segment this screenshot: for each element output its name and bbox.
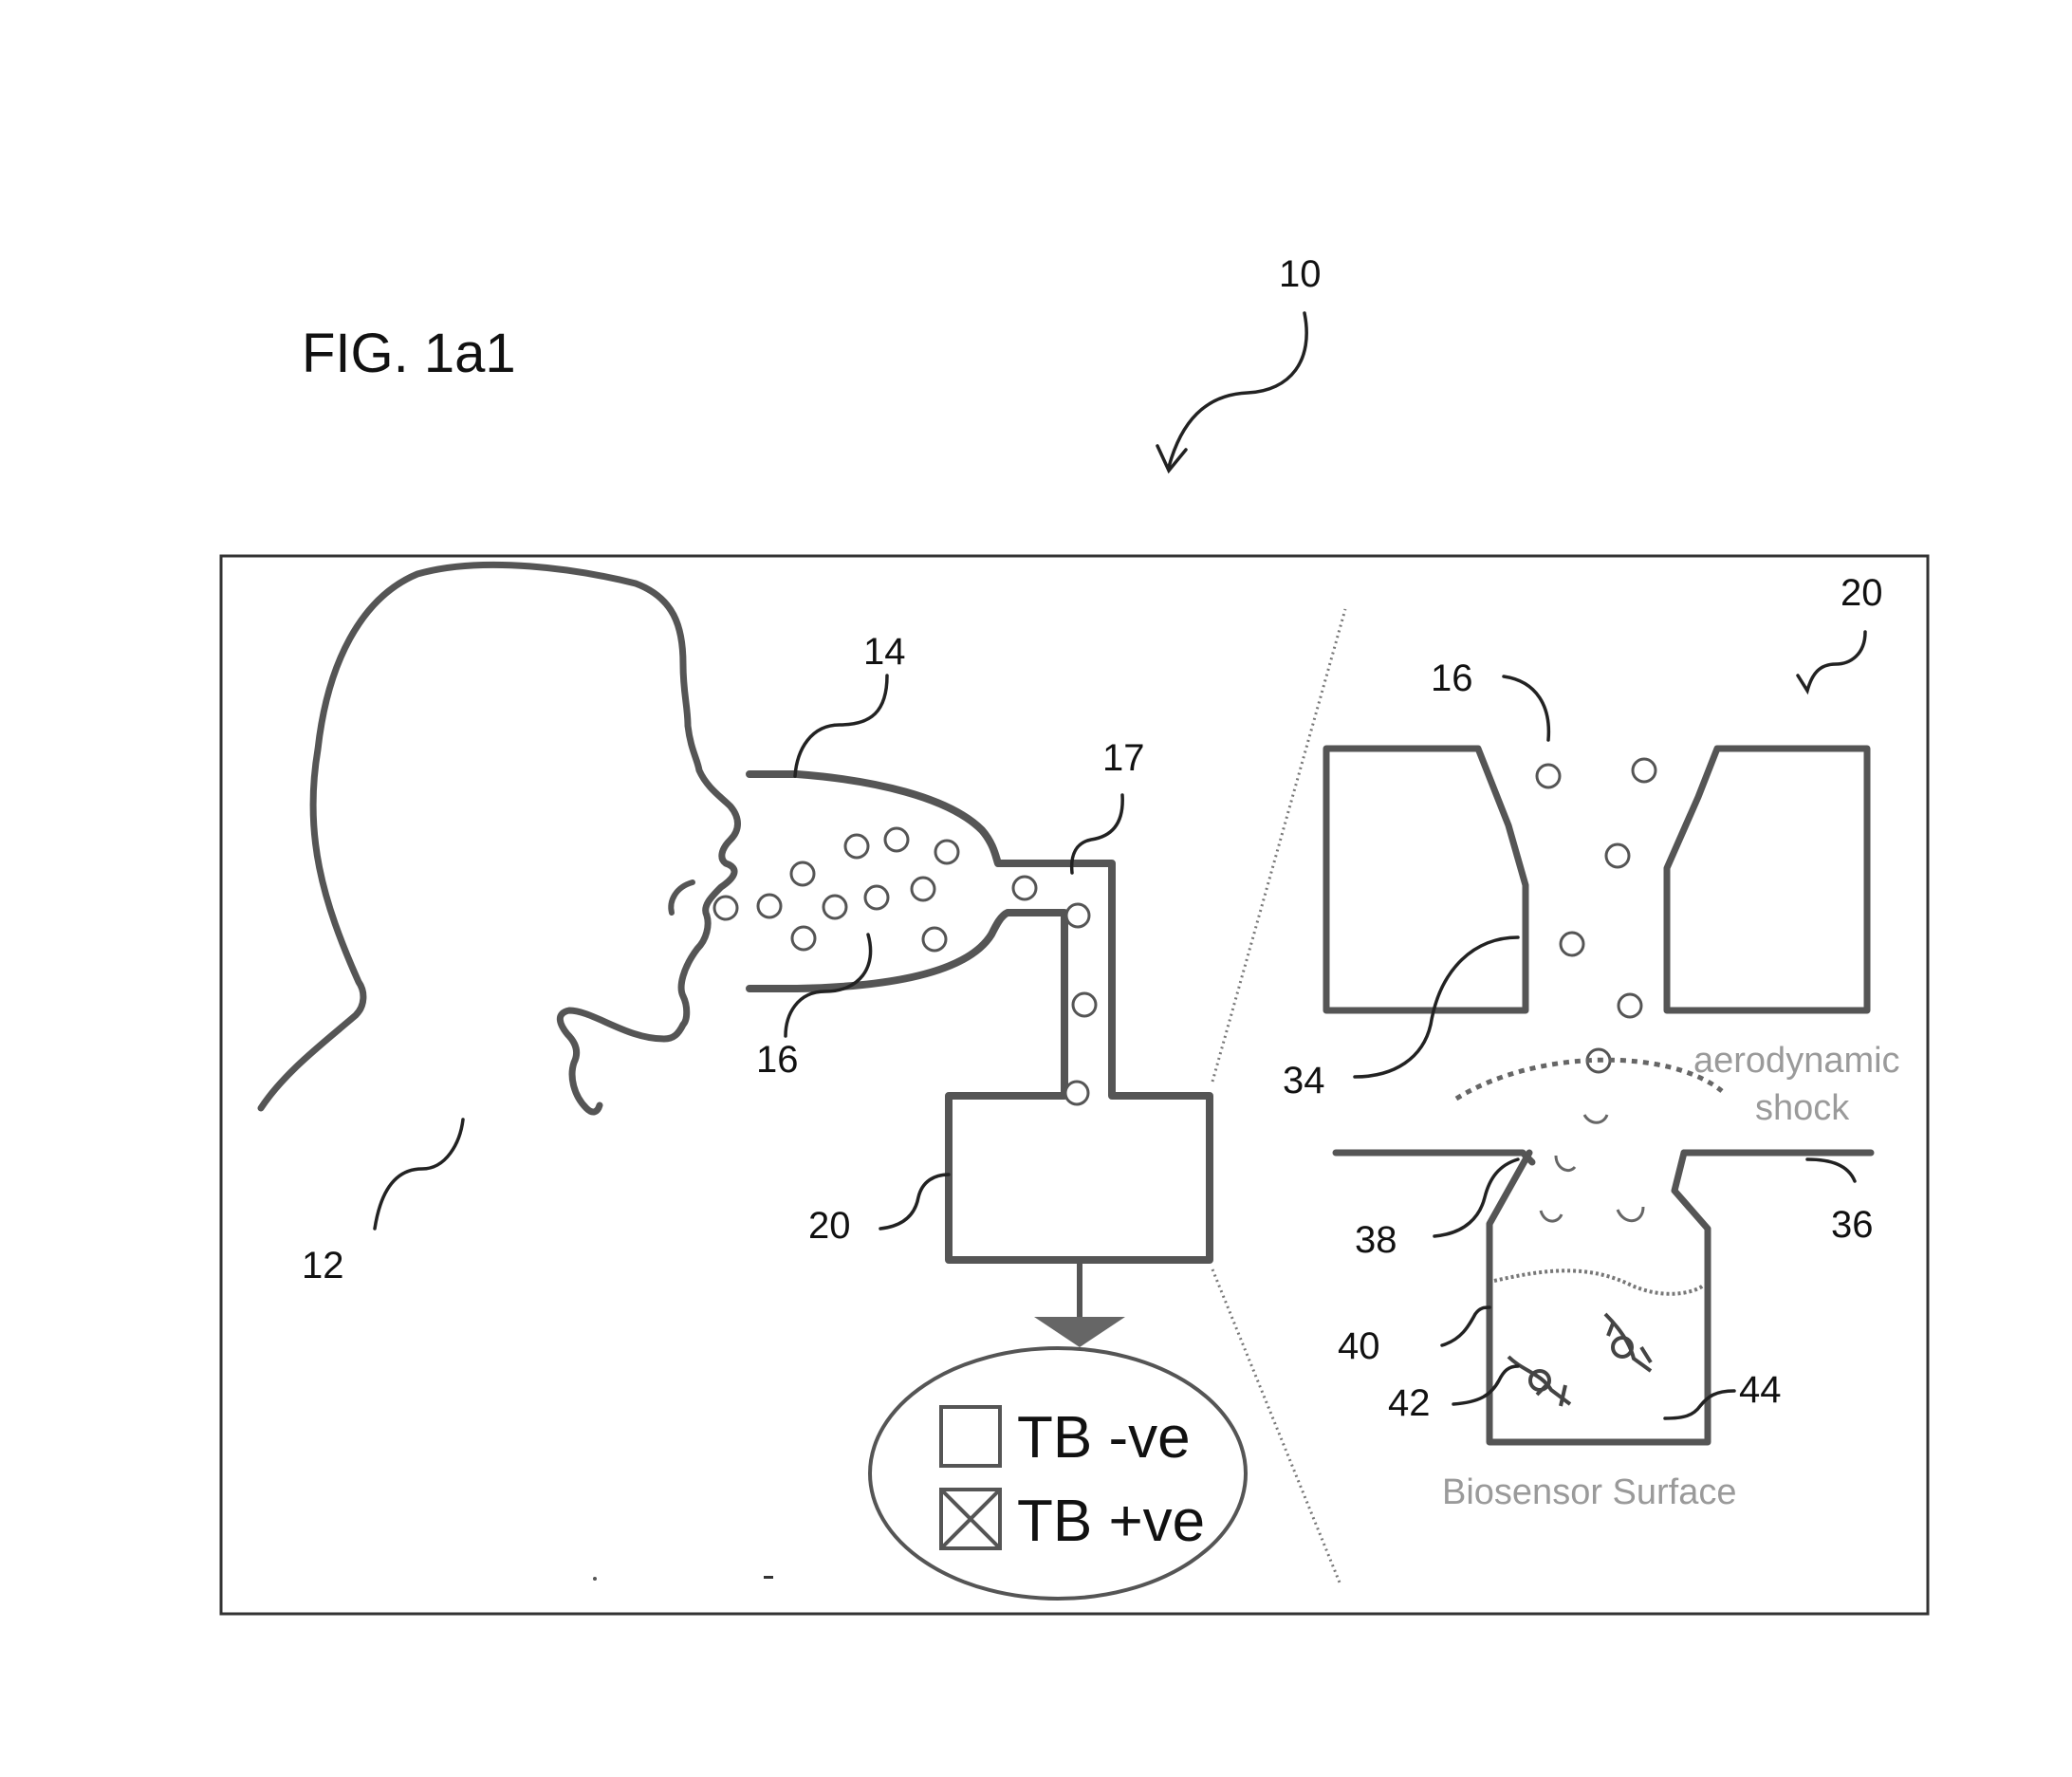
squiggle-arrow-system: [1169, 313, 1306, 467]
nozzle-block-left: [1326, 749, 1526, 1010]
artifact-dash-b: [764, 1576, 773, 1579]
aerosol-particles-right: [1537, 759, 1656, 1072]
label-mask: 14: [863, 631, 906, 673]
label-sensor-left: 20: [808, 1205, 851, 1247]
legend-negative: TB -ve: [1017, 1405, 1191, 1471]
biosensor-surface-caption: Biosensor Surface: [1442, 1472, 1737, 1512]
shock-label-line1: aerodynamic: [1693, 1041, 1900, 1081]
probe-molecules: [1508, 1314, 1651, 1406]
legend-positive: TB +ve: [1017, 1489, 1205, 1554]
mask-outline: [749, 774, 1210, 1260]
leader-plate: [1807, 1159, 1855, 1181]
person-head-outline: [261, 565, 738, 1112]
label-well: 40: [1338, 1325, 1380, 1367]
impacted-droplets: [1541, 1115, 1643, 1221]
figure-label: FIG. 1a1: [302, 323, 516, 384]
label-edge: 38: [1355, 1219, 1397, 1261]
impaction-plate-left: [1336, 1153, 1532, 1162]
label-plate: 36: [1831, 1204, 1874, 1246]
label-sensor-right: 20: [1841, 572, 1883, 614]
label-person: 12: [302, 1245, 344, 1286]
leader-mask: [795, 676, 887, 776]
leader-well: [1442, 1307, 1489, 1345]
leader-sensor-right: [1798, 632, 1865, 691]
nozzle-block-right: [1667, 749, 1867, 1010]
label-nozzle: 34: [1283, 1060, 1325, 1101]
leader-aerosol-right: [1504, 676, 1548, 740]
well-liquid-surface: [1494, 1270, 1703, 1293]
leader-liquid: [1665, 1391, 1734, 1418]
artifact-dot-a: [593, 1577, 597, 1581]
label-liquid: 44: [1739, 1369, 1782, 1411]
leader-person: [375, 1120, 463, 1229]
label-aerosol-right: 16: [1431, 657, 1473, 699]
output-arrowhead: [1034, 1317, 1125, 1347]
label-probe: 42: [1388, 1382, 1431, 1424]
checkbox-negative-icon: [941, 1407, 1000, 1466]
shock-label-line2: shock: [1755, 1088, 1850, 1128]
label-aerosol-left: 16: [756, 1039, 799, 1081]
biosensor-well: [1489, 1153, 1708, 1442]
person-mouth-line: [671, 882, 693, 913]
leader-probe: [1453, 1366, 1518, 1404]
result-ellipse: [870, 1348, 1246, 1599]
label-system: 10: [1279, 253, 1322, 295]
leader-sensor-left: [880, 1175, 949, 1229]
label-tube: 17: [1102, 737, 1145, 779]
